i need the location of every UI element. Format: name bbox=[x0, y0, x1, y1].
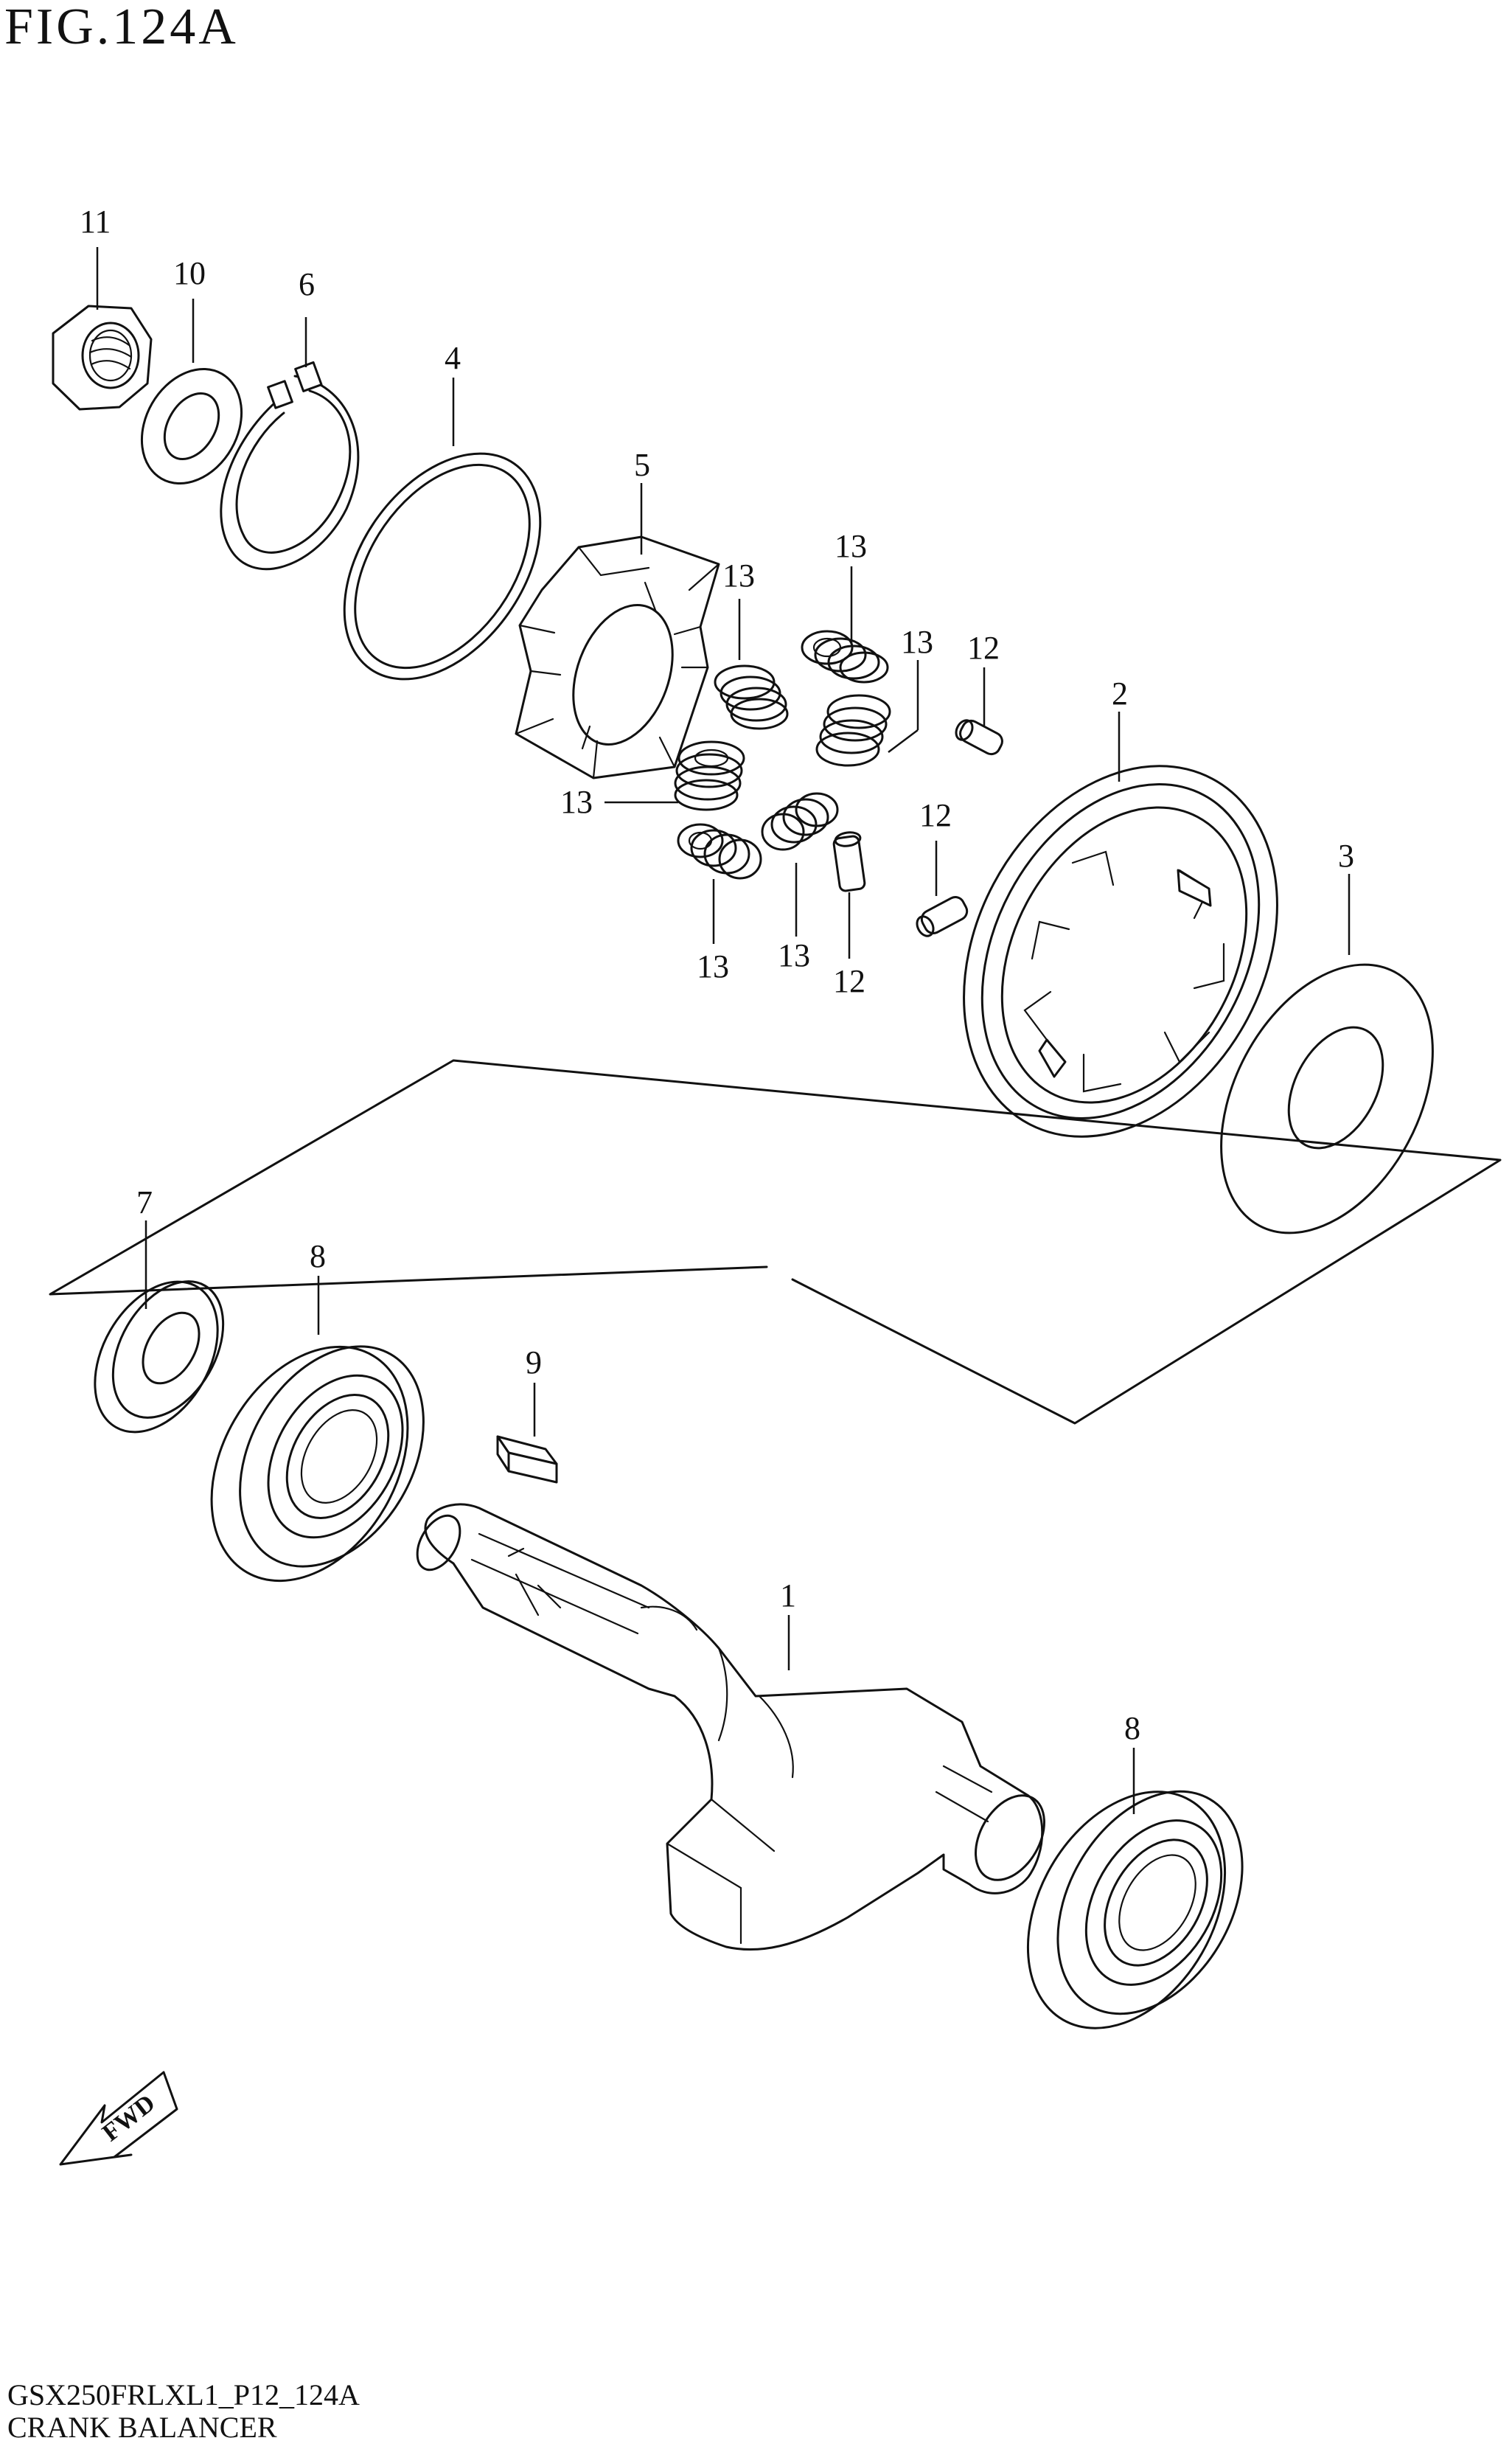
spring-13-b bbox=[801, 630, 889, 684]
damper-housing-2 bbox=[963, 765, 1278, 1138]
label-7: 7 bbox=[136, 1184, 153, 1220]
fwd-arrow-icon: FWD bbox=[59, 2071, 178, 2166]
label-3: 3 bbox=[1338, 838, 1354, 874]
damper-hub-5 bbox=[515, 535, 720, 779]
model-code: GSX250FRLXL1_P12_124A bbox=[7, 2378, 360, 2411]
label-6: 6 bbox=[299, 266, 315, 302]
diagram-subtitle: CRANK BALANCER bbox=[7, 2411, 277, 2444]
oil-seal-7 bbox=[94, 1280, 225, 1434]
label-13-c: 13 bbox=[901, 624, 933, 660]
bearing-8-b bbox=[1026, 1790, 1244, 2029]
label-8-b: 8 bbox=[1124, 1710, 1140, 1746]
bearing-8-a bbox=[210, 1345, 425, 1583]
label-9: 9 bbox=[526, 1344, 542, 1380]
label-4: 4 bbox=[445, 340, 461, 376]
label-13-a: 13 bbox=[722, 558, 755, 594]
assembly-outline bbox=[49, 1059, 1502, 1425]
spring-13-c bbox=[815, 694, 891, 767]
label-8-a: 8 bbox=[310, 1238, 326, 1274]
label-11: 11 bbox=[80, 204, 111, 240]
label-13-f: 13 bbox=[778, 937, 810, 973]
pin-12-a bbox=[955, 719, 1003, 756]
label-12-b: 12 bbox=[919, 797, 952, 833]
nut-11 bbox=[52, 305, 153, 411]
part-number-labels: 11 10 6 4 5 13 13 13 12 2 3 13 12 13 13 … bbox=[80, 204, 1354, 1746]
spring-13-a bbox=[714, 664, 789, 730]
key-9 bbox=[496, 1435, 558, 1484]
washer-10 bbox=[140, 368, 243, 485]
spring-13-f bbox=[761, 792, 839, 851]
leader-lines bbox=[96, 247, 1351, 1814]
label-12-a: 12 bbox=[967, 630, 1000, 666]
balancer-shaft-1 bbox=[416, 1503, 1045, 1951]
circlip-6 bbox=[220, 361, 360, 571]
washer-3 bbox=[1220, 963, 1434, 1234]
ring-4 bbox=[343, 452, 542, 681]
figure-title: FIG.124A bbox=[4, 0, 239, 55]
label-13-b: 13 bbox=[835, 528, 867, 564]
spring-13-d bbox=[674, 740, 745, 811]
spring-13-e bbox=[677, 823, 762, 880]
label-13-d: 13 bbox=[560, 784, 593, 820]
label-10: 10 bbox=[173, 255, 206, 291]
pin-12-c bbox=[832, 831, 866, 892]
pin-12-b bbox=[916, 896, 969, 937]
label-13-e: 13 bbox=[697, 948, 729, 984]
label-12-c: 12 bbox=[833, 963, 865, 999]
label-1: 1 bbox=[780, 1577, 796, 1614]
label-5: 5 bbox=[634, 447, 650, 483]
label-2: 2 bbox=[1112, 675, 1128, 712]
